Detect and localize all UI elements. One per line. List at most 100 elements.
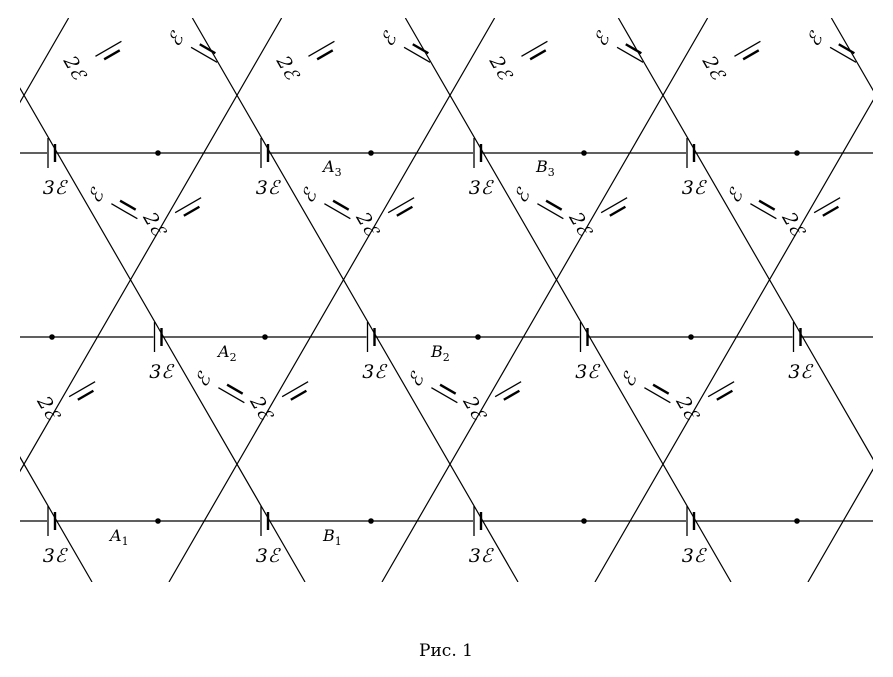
emf-label-2e: 2ℰ: [351, 208, 384, 242]
node-label-b3: B3: [535, 157, 555, 179]
battery-horizontal: [47, 506, 57, 536]
battery-rising: [616, 43, 644, 63]
battery-falling: [813, 197, 841, 217]
emf-label-e: ℰ: [191, 368, 217, 391]
emf-label-3e: 3ℰ: [469, 177, 495, 199]
falling-diagonal-wire: [191, 18, 519, 582]
junction-dot: [262, 334, 268, 340]
emf-label-3e: 3ℰ: [149, 361, 175, 383]
emf-label-3e: 3ℰ: [362, 361, 388, 383]
battery-rising: [324, 199, 351, 220]
battery-falling: [707, 381, 735, 401]
battery-rising: [829, 43, 857, 63]
emf-label-2e: 2ℰ: [564, 208, 597, 242]
emf-label-2e: 2ℰ: [458, 392, 491, 426]
emf-label-3e: 3ℰ: [682, 177, 708, 199]
emf-label-e: ℰ: [589, 27, 615, 50]
emf-label-2e: 2ℰ: [777, 208, 810, 242]
battery-rising: [431, 383, 458, 404]
node-label-a3: A3: [321, 157, 342, 179]
rising-diagonal-wire: [20, 18, 283, 473]
emf-label-3e: 3ℰ: [469, 545, 495, 567]
node-label-a1: A1: [108, 526, 129, 548]
emf-label-2e: 2ℰ: [32, 392, 65, 426]
emf-label-e: ℰ: [297, 184, 323, 207]
rising-diagonal-wire: [594, 99, 873, 582]
junction-dot: [368, 150, 374, 156]
battery-falling: [600, 197, 628, 217]
emf-label-e: ℰ: [84, 184, 110, 207]
battery-horizontal: [47, 138, 57, 168]
battery-falling: [387, 197, 415, 217]
battery-horizontal: [260, 138, 270, 168]
battery-horizontal: [473, 506, 483, 536]
battery-falling: [308, 40, 335, 61]
battery-falling: [68, 381, 96, 401]
junction-dot: [794, 518, 800, 524]
battery-rising: [750, 199, 777, 220]
emf-label-e: ℰ: [510, 184, 536, 207]
figure-caption: Рис. 1: [419, 641, 473, 661]
node-labels: A1 B1 A2 B2 A3 B3: [108, 157, 555, 548]
battery-falling: [174, 197, 202, 217]
emf-label-e: ℰ: [376, 27, 402, 50]
emf-label-3e: 3ℰ: [43, 545, 69, 567]
battery-horizontal: [686, 506, 696, 536]
junction-dot: [368, 518, 374, 524]
falling-diagonal-wire: [830, 18, 873, 92]
emf-label-3e: 3ℰ: [788, 361, 814, 383]
emf-label-2e: 2ℰ: [58, 51, 91, 85]
battery-horizontal: [260, 506, 270, 536]
battery-falling: [521, 40, 548, 61]
emf-label-3e: 3ℰ: [575, 361, 601, 383]
node-label-b1: B1: [322, 526, 342, 548]
battery-falling: [95, 40, 122, 61]
battery-rising: [111, 199, 138, 220]
battery-rising: [218, 383, 245, 404]
falling-diagonal-wire: [20, 456, 93, 582]
emf-label-2e: 2ℰ: [484, 51, 517, 85]
emf-label-e: ℰ: [723, 184, 749, 207]
node-label-a2: A2: [216, 342, 237, 364]
battery-falling: [734, 40, 761, 61]
emf-label-2e: 2ℰ: [271, 51, 304, 85]
emf-label-2e: 2ℰ: [138, 208, 171, 242]
emf-label-3e: 3ℰ: [682, 545, 708, 567]
battery-rising: [537, 199, 564, 220]
junction-dot: [155, 150, 161, 156]
emf-label-e: ℰ: [617, 368, 643, 391]
battery-horizontal: [153, 322, 163, 352]
junction-dots: [49, 150, 800, 524]
emf-label-e: ℰ: [163, 27, 189, 50]
battery-rising: [403, 43, 431, 63]
battery-horizontal: [579, 322, 589, 352]
battery-rising: [644, 383, 671, 404]
battery-horizontal: [686, 138, 696, 168]
junction-dot: [794, 150, 800, 156]
battery-horizontal: [366, 322, 376, 352]
battery-symbols: [47, 40, 857, 536]
emf-label-3e: 3ℰ: [43, 177, 69, 199]
rising-diagonal-wire: [381, 18, 709, 582]
emf-label-e: ℰ: [404, 368, 430, 391]
battery-horizontal: [473, 138, 483, 168]
battery-horizontal: [792, 322, 802, 352]
falling-diagonal-wire: [404, 18, 732, 582]
junction-dot: [49, 334, 55, 340]
emf-label-2e: 2ℰ: [697, 51, 730, 85]
battery-falling: [281, 381, 309, 401]
node-label-b2: B2: [430, 342, 450, 364]
emf-label-e: ℰ: [802, 27, 828, 50]
junction-dot: [688, 334, 694, 340]
rising-diagonal-wire: [168, 18, 496, 582]
rising-diagonal-wire: [20, 18, 70, 104]
emf-label-3e: 3ℰ: [256, 177, 282, 199]
junction-dot: [155, 518, 161, 524]
rising-diagonal-wire: [807, 468, 873, 582]
battery-rising: [190, 43, 218, 63]
falling-diagonal-wire: [617, 18, 873, 461]
emf-label-2e: 2ℰ: [245, 392, 278, 426]
junction-dot: [581, 518, 587, 524]
